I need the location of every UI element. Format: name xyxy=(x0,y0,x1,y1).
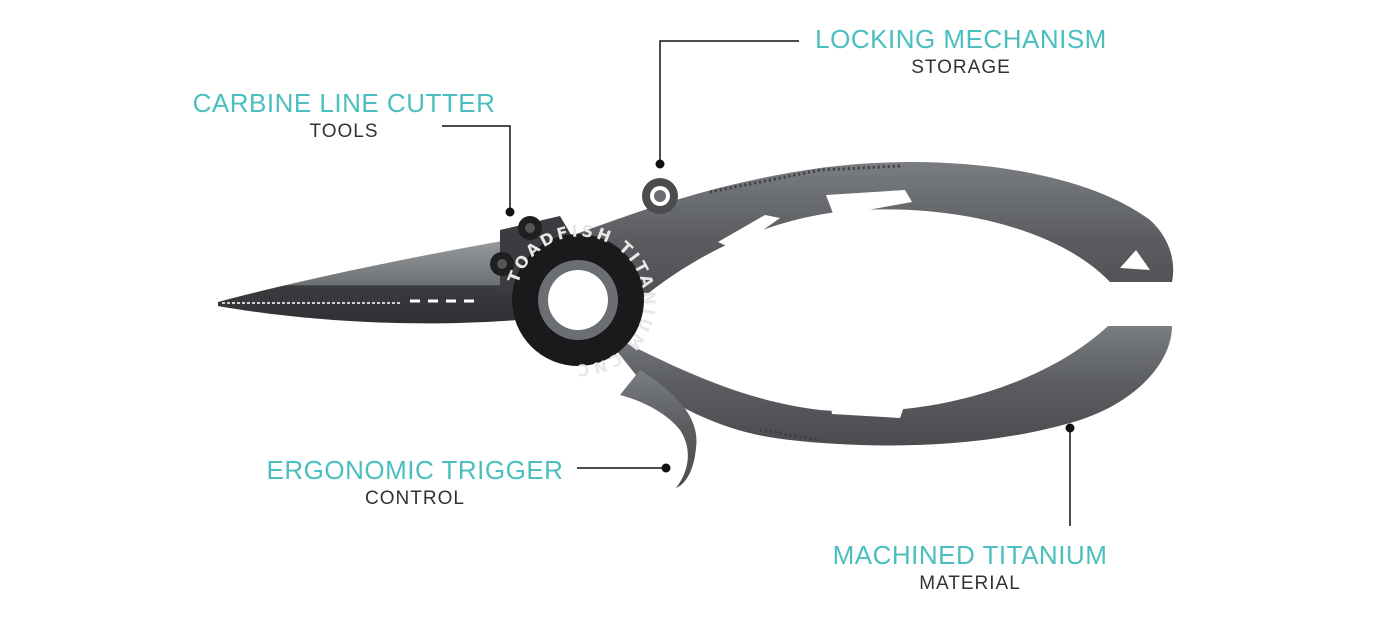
callout-subtitle: CONTROL xyxy=(365,488,465,509)
callout-machined-titanium: MACHINED TITANIUM MATERIAL xyxy=(824,542,1116,593)
callout-subtitle: TOOLS xyxy=(309,121,379,142)
lower-cutout-1 xyxy=(732,362,780,398)
upper-cutout-1 xyxy=(718,215,780,250)
callout-title: LOCKING MECHANISM xyxy=(815,24,1107,54)
callout-locking-mechanism: LOCKING MECHANISM STORAGE xyxy=(808,26,1114,77)
lower-handle xyxy=(600,326,1172,446)
upper-handle xyxy=(560,162,1174,318)
upper-cutout-3 xyxy=(1120,250,1150,270)
callout-ergonomic-trigger: ERGONOMIC TRIGGER CONTROL xyxy=(262,457,568,508)
dot-trigger xyxy=(661,463,671,473)
locking-knob xyxy=(642,178,678,214)
lower-cutout-2 xyxy=(830,400,905,418)
callout-title: CARBINE LINE CUTTER xyxy=(192,88,496,118)
leader-cutter xyxy=(442,125,511,208)
upper-cutout-2 xyxy=(826,190,912,216)
leader-locking xyxy=(659,40,799,160)
plier-jaws xyxy=(218,238,540,324)
trigger-lever xyxy=(620,370,697,488)
callout-subtitle: MATERIAL xyxy=(919,573,1021,594)
callout-subtitle: STORAGE xyxy=(911,57,1011,78)
dot-titanium xyxy=(1065,423,1075,433)
dot-cutter xyxy=(505,207,515,217)
callout-title: MACHINED TITANIUM xyxy=(832,540,1108,570)
callout-carbine-line-cutter: CARBINE LINE CUTTER TOOLS xyxy=(186,90,502,141)
leader-dots xyxy=(505,159,1075,473)
callout-title: ERGONOMIC TRIGGER xyxy=(266,455,564,485)
leader-lines xyxy=(442,40,1071,526)
dot-locking xyxy=(655,159,665,169)
